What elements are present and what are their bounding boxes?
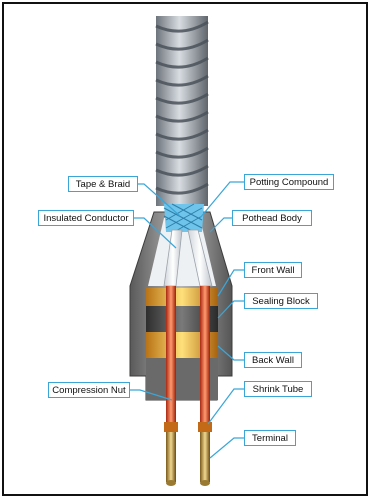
tape-braid-mesh (164, 204, 204, 232)
label-potting-compound: Potting Compound (244, 174, 334, 190)
shrink-tube-collars (164, 422, 212, 432)
label-sealing-block: Sealing Block (244, 293, 318, 309)
terminal-pins (166, 432, 210, 486)
figure-frame: Tape & Braid Insulated Conductor Compres… (2, 2, 368, 496)
pothead-cutaway-illustration (4, 4, 370, 498)
label-back-wall: Back Wall (244, 352, 302, 368)
label-insulated-conductor: Insulated Conductor (38, 210, 134, 226)
label-pothead-body: Pothead Body (232, 210, 312, 226)
armored-cable (156, 16, 208, 206)
label-front-wall: Front Wall (244, 262, 302, 278)
label-tape-braid: Tape & Braid (68, 176, 138, 192)
label-terminal: Terminal (244, 430, 296, 446)
label-shrink-tube: Shrink Tube (244, 381, 312, 397)
label-compression-nut: Compression Nut (48, 382, 130, 398)
